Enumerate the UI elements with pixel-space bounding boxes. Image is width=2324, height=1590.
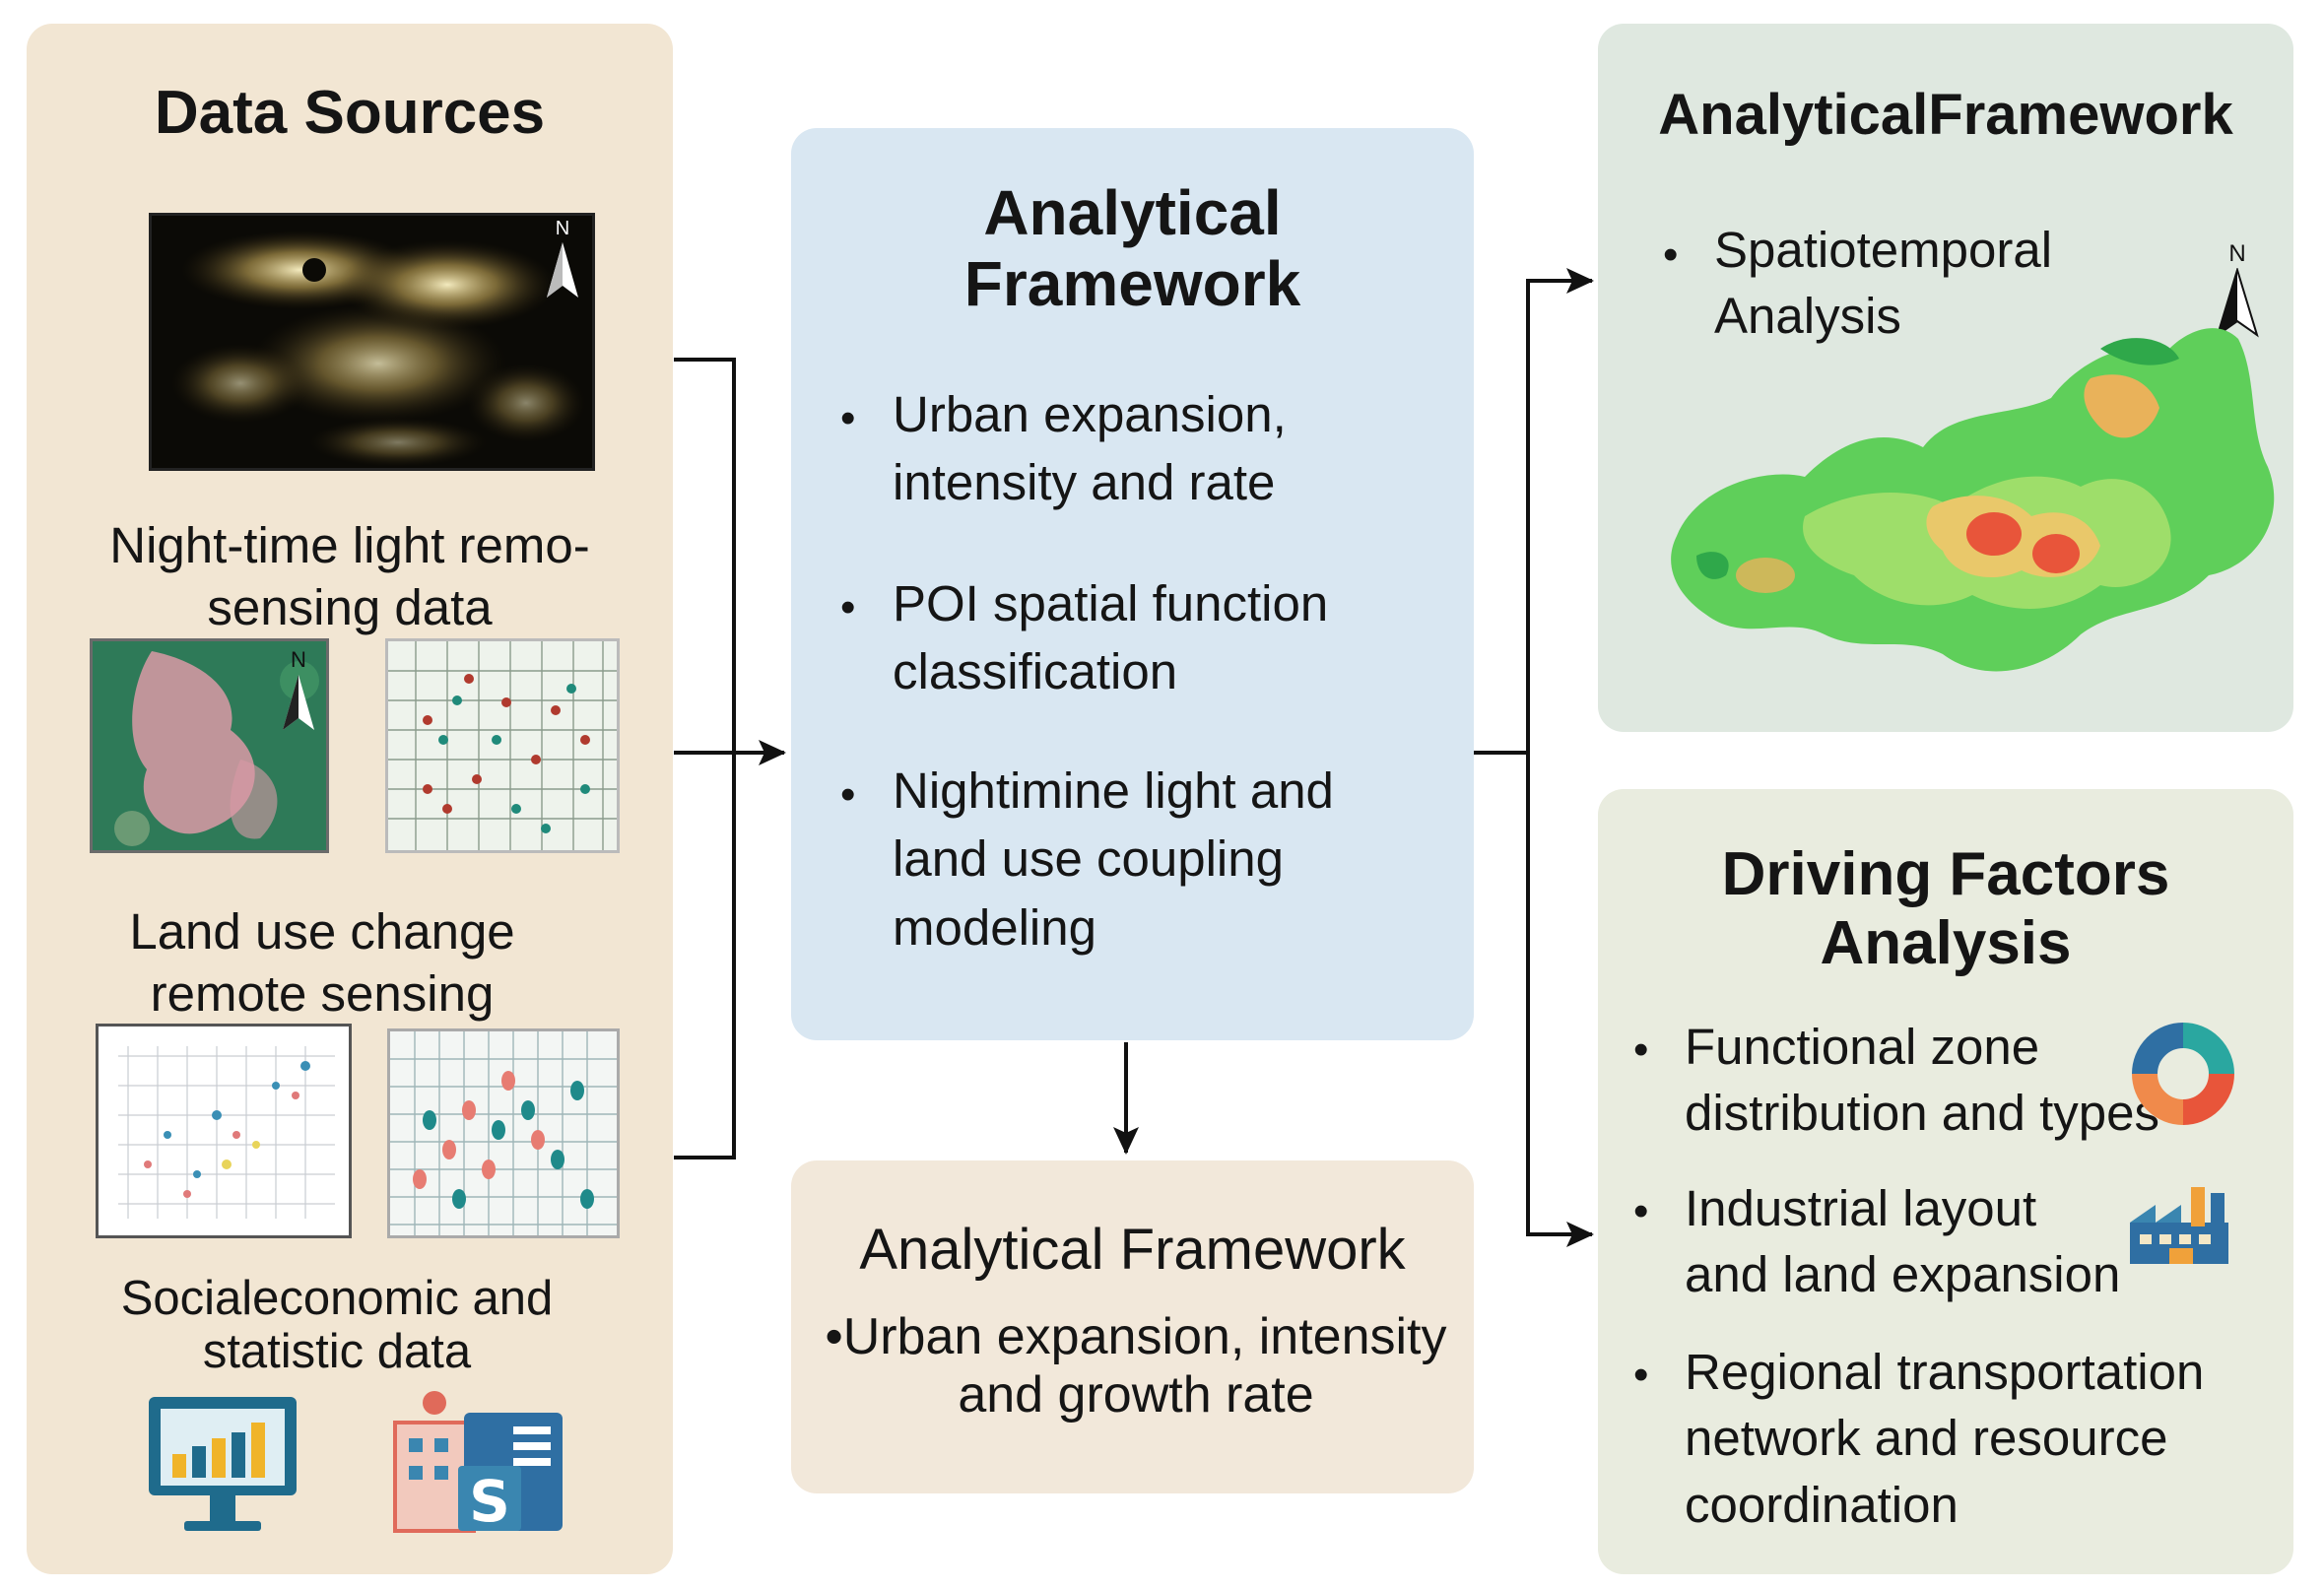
framework-item-2: POI spatial function classification	[893, 575, 1329, 700]
framework-title: Analytical Framework	[963, 177, 1301, 320]
driving-item-3: Regional transportation network and reso…	[1685, 1344, 2205, 1533]
bullet-dot: •	[840, 583, 856, 631]
svg-text:S: S	[469, 1468, 510, 1535]
monitor-chart-icon	[149, 1397, 297, 1531]
socio-grid-image	[387, 1028, 620, 1238]
bullet-dot: •	[1633, 1026, 1649, 1074]
night-light-map	[152, 216, 592, 468]
spatial-item-1: Spatiotemporal Analysis	[1714, 222, 2053, 345]
framework-item-3: Nightimine light and land use coupling m…	[893, 762, 1334, 956]
data-sources-title: Data Sources	[154, 79, 546, 147]
factory-icon	[2130, 1187, 2228, 1264]
north-arrow-icon: N	[2214, 240, 2261, 349]
land-use-map	[93, 641, 326, 850]
socio-scatter-map	[99, 1027, 349, 1235]
bullet-dot: •	[1633, 1187, 1649, 1235]
land-use-caption: Land use change remote sensing	[129, 903, 515, 1023]
driving-item-2: Industrial layout and land expansion	[1685, 1180, 2121, 1303]
north-arrow-icon: N	[543, 218, 582, 306]
spatiotemporal-panel: AnalyticalFramework • Spatiotemporal Ana…	[1598, 24, 2293, 732]
bullet-dot: •	[1663, 231, 1679, 279]
donut-chart-icon	[2132, 1023, 2234, 1125]
framework-item-1: Urban expansion, intensity and rate	[893, 386, 1287, 511]
bullet-dot: •	[840, 770, 856, 819]
north-arrow-icon: N	[279, 647, 318, 746]
bullet-dot: •	[840, 394, 856, 442]
night-light-caption: Night-time light remo- sensing data	[109, 517, 590, 636]
bracket-sources	[674, 358, 736, 1159]
driving-item-1: Functional zone distribution and types	[1685, 1019, 2159, 1142]
arrow-to-spatial	[1526, 268, 1594, 753]
driving-factors-title: Driving Factors Analysis	[1721, 840, 2170, 978]
poi-grid-image	[385, 638, 620, 853]
data-sources-panel: Data Sources N Night-time light re	[27, 24, 673, 1574]
statistics-building-icon: S	[393, 1391, 563, 1535]
driving-factors-panel: Driving Factors Analysis • Functional zo…	[1598, 789, 2293, 1574]
socio-caption: Socialeconomic and statistic data	[120, 1272, 554, 1378]
poi-grid-map	[388, 641, 617, 850]
regional-heat-map	[1671, 328, 2275, 672]
analytical-framework-panel: Analytical Framework • Urban expansion, …	[791, 128, 1474, 1040]
bottom-framework-title: Analytical Framework	[859, 1218, 1406, 1282]
bullet-dot: •	[1633, 1351, 1649, 1399]
spatial-framework-title: AnalyticalFramework	[1658, 83, 2233, 147]
bottom-framework-panel: Analytical Framework •Urban expansion, i…	[791, 1160, 1474, 1493]
arrow-to-driving	[1526, 753, 1594, 1247]
land-use-image: N	[90, 638, 329, 853]
night-light-image: N	[149, 213, 595, 471]
socio-grid-map	[390, 1031, 617, 1235]
bottom-framework-text: •Urban expansion, intensity and growth r…	[825, 1308, 1447, 1424]
socio-scatter-image	[96, 1024, 352, 1238]
